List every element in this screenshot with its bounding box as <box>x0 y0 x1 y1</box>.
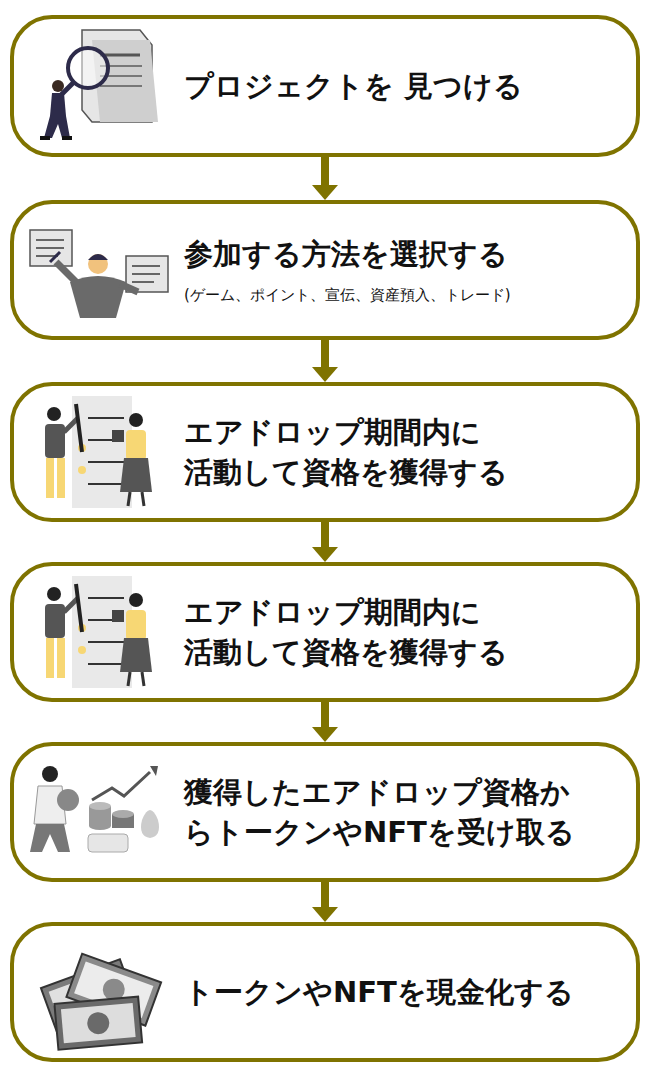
arrow-head <box>312 547 338 562</box>
arrow-stem <box>321 522 329 548</box>
step-title: 獲得したエアドロップ資格か らトークンやNFTを受け取る <box>184 772 616 852</box>
flow-arrow <box>312 340 338 382</box>
arrow-stem <box>321 340 329 368</box>
research-illustration <box>40 30 158 140</box>
step-title: エアドロップ期間内に 活動して資格を獲得する <box>184 592 616 672</box>
step-title: トークンやNFTを現金化する <box>184 972 574 1012</box>
flow-arrow <box>312 522 338 562</box>
flow-arrow <box>312 702 338 742</box>
team-illustration <box>45 576 152 688</box>
step-box: 参加する方法を選択する (ゲーム、ポイント、宣伝、資産預入、トレード) <box>10 200 640 340</box>
step-box: エアドロップ期間内に 活動して資格を獲得する <box>10 382 640 522</box>
step-box: トークンやNFTを現金化する <box>10 922 640 1062</box>
money-illustration <box>41 954 161 1050</box>
arrow-stem <box>321 702 329 728</box>
arrow-head <box>312 727 338 742</box>
flow-arrow <box>312 157 338 200</box>
arrow-head <box>312 367 338 382</box>
step-note: (ゲーム、ポイント、宣伝、資産預入、トレード) <box>184 284 511 306</box>
team-illustration <box>45 396 152 508</box>
step-title: プロジェクトを 見つける <box>184 66 523 106</box>
step-box: 獲得したエアドロップ資格か らトークンやNFTを受け取る <box>10 742 640 882</box>
choose-illustration <box>30 230 168 318</box>
reward-illustration <box>30 766 159 852</box>
step-title: エアドロップ期間内に 活動して資格を獲得する <box>184 412 616 492</box>
arrow-head <box>312 907 338 922</box>
flow-arrow <box>312 882 338 922</box>
step-box: プロジェクトを 見つける <box>10 15 640 157</box>
step-title: 参加する方法を選択する <box>184 234 508 274</box>
arrow-stem <box>321 157 329 186</box>
arrow-head <box>312 185 338 200</box>
arrow-stem <box>321 882 329 908</box>
step-box: エアドロップ期間内に 活動して資格を獲得する <box>10 562 640 702</box>
